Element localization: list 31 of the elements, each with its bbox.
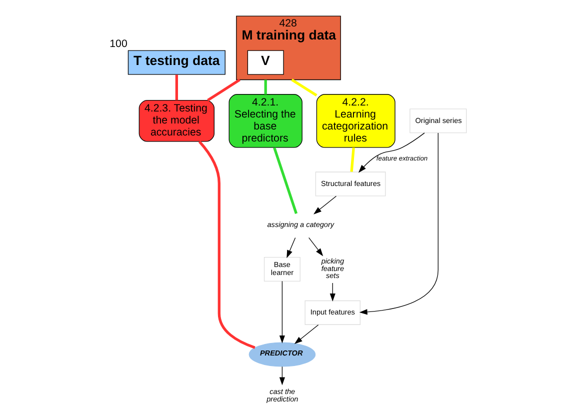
arrow: [329, 282, 335, 302]
connector: [206, 78, 240, 102]
connector: [272, 147, 298, 214]
node-ellipse: PREDICTOR: [248, 342, 316, 367]
node-box: Original series: [409, 108, 466, 134]
node-box: Input features: [304, 300, 360, 325]
node-box: T testing data: [127, 50, 225, 75]
arrow: [286, 237, 296, 258]
arrow: [278, 280, 284, 344]
node-text: assigning a category: [266, 220, 334, 229]
node-label: 428: [278, 18, 296, 30]
node-box: Structural features: [314, 172, 386, 196]
connector: [198, 140, 255, 349]
node-box: 4.2.1. Selecting the base predictors: [228, 94, 302, 148]
node-text: cast the prediction: [266, 387, 298, 404]
arrow: [358, 132, 438, 315]
arrow: [308, 237, 323, 256]
node-label: 100: [109, 38, 127, 50]
arrow: [358, 132, 424, 173]
node-text: picking feature sets: [320, 256, 344, 280]
node-box: 4.2.3. Testing the model accuracies: [138, 100, 214, 142]
node-box: V: [246, 50, 284, 75]
connector: [174, 74, 178, 100]
connector: [350, 147, 354, 172]
arrow: [294, 324, 318, 344]
arrow: [278, 366, 284, 386]
arrow: [313, 196, 336, 214]
node-box: 4.2.2. Learning categorization rules: [316, 94, 395, 148]
node-box: Base learner: [263, 256, 300, 282]
connector: [264, 80, 266, 94]
connector: [290, 78, 317, 97]
